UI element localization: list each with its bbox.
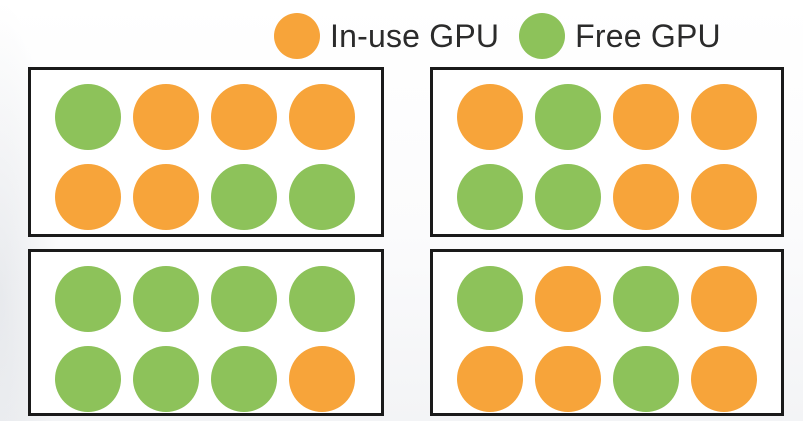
- free-gpu-icon: [55, 84, 121, 150]
- legend-item-in-use: In-use GPU: [274, 13, 499, 59]
- server-node-4: [430, 249, 784, 416]
- free-gpu-icon: [519, 13, 566, 59]
- free-gpu-icon: [133, 266, 199, 332]
- free-gpu-icon: [55, 346, 121, 412]
- in-use-gpu-icon: [613, 84, 679, 150]
- in-use-gpu-icon: [55, 164, 121, 230]
- in-use-gpu-icon: [535, 346, 601, 412]
- free-gpu-icon: [457, 164, 523, 230]
- server-node-1: [28, 67, 384, 237]
- in-use-gpu-icon: [613, 164, 679, 230]
- in-use-gpu-icon: [211, 84, 277, 150]
- free-gpu-icon: [457, 266, 523, 332]
- free-gpu-icon: [613, 346, 679, 412]
- in-use-gpu-icon: [133, 84, 199, 150]
- in-use-gpu-icon: [691, 346, 757, 412]
- legend-label-in-use: In-use GPU: [330, 17, 500, 54]
- free-gpu-icon: [289, 266, 355, 332]
- free-gpu-icon: [535, 164, 601, 230]
- in-use-gpu-icon: [535, 266, 601, 332]
- in-use-gpu-icon: [289, 346, 355, 412]
- free-gpu-icon: [289, 164, 355, 230]
- legend: In-use GPU Free GPU: [274, 13, 721, 59]
- free-gpu-icon: [613, 266, 679, 332]
- free-gpu-icon: [55, 266, 121, 332]
- in-use-gpu-icon: [133, 164, 199, 230]
- in-use-gpu-icon: [691, 164, 757, 230]
- in-use-gpu-icon: [274, 13, 320, 59]
- free-gpu-icon: [211, 346, 277, 412]
- free-gpu-icon: [535, 84, 601, 150]
- legend-item-free: Free GPU: [519, 13, 721, 59]
- server-node-2: [430, 67, 784, 237]
- free-gpu-icon: [211, 266, 277, 332]
- in-use-gpu-icon: [691, 84, 757, 150]
- in-use-gpu-icon: [691, 266, 757, 332]
- legend-label-free: Free GPU: [575, 17, 721, 54]
- free-gpu-icon: [133, 346, 199, 412]
- server-node-3: [28, 249, 384, 416]
- in-use-gpu-icon: [289, 84, 355, 150]
- in-use-gpu-icon: [457, 346, 523, 412]
- in-use-gpu-icon: [457, 84, 523, 150]
- free-gpu-icon: [211, 164, 277, 230]
